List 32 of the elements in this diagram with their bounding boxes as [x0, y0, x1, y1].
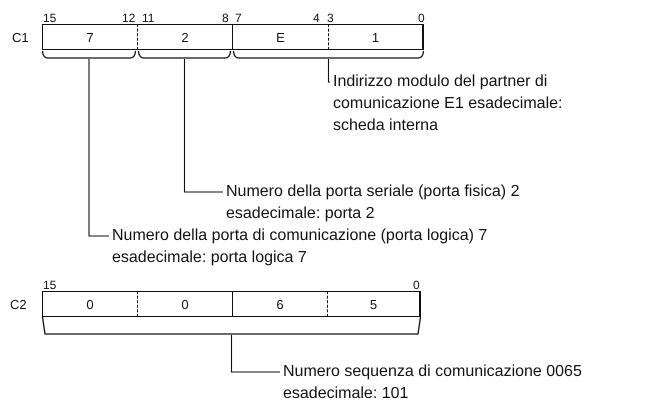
annotation-text: Indirizzo modulo del partner di comunicazione E1 esadecimale: scheda interna: [333, 71, 578, 137]
register-name: C1: [12, 32, 29, 44]
bit-number: 11: [142, 12, 154, 24]
bit-number: 15: [43, 279, 56, 291]
bit-number: 3: [327, 12, 334, 24]
hex-digit-cell: 2: [137, 24, 232, 50]
bit-number: 8: [222, 12, 229, 24]
leader-line: [88, 59, 109, 237]
register-name: C2: [10, 299, 27, 311]
annotation-text: Numero della porta seriale (porta fisica) 2 esadecimale: porta 2: [226, 181, 561, 225]
bracket: [233, 51, 424, 59]
bracket: [138, 51, 231, 59]
bracket: [42, 317, 421, 335]
bracket: [42, 51, 136, 59]
bit-number: 4: [313, 12, 320, 24]
bit-number: 0: [413, 279, 420, 291]
bit-number: 0: [418, 12, 425, 24]
leader-line: [328, 59, 330, 83]
hex-digit-cell: E: [232, 24, 328, 50]
annotation-text: Numero sequenza di comunicazione 0065 esadecimale: 101: [283, 361, 613, 402]
bit-number: 15: [43, 12, 56, 24]
hex-digit-cell: 5: [327, 291, 421, 317]
bit-number: 12: [122, 12, 136, 24]
hex-digit-cell: 6: [232, 291, 327, 317]
bit-number: 7: [235, 12, 242, 24]
hex-digit-cell: 7: [42, 24, 137, 50]
hex-digit-cell: 1: [328, 24, 424, 50]
leader-line: [184, 59, 223, 193]
hex-digit-cell: 0: [42, 291, 137, 317]
annotation-text: Numero della porta di comunicazione (porta logica) 7 esadecimale: porta logica 7: [112, 225, 504, 269]
hex-digit-cell: 0: [137, 291, 232, 317]
leader-line: [230, 335, 280, 373]
